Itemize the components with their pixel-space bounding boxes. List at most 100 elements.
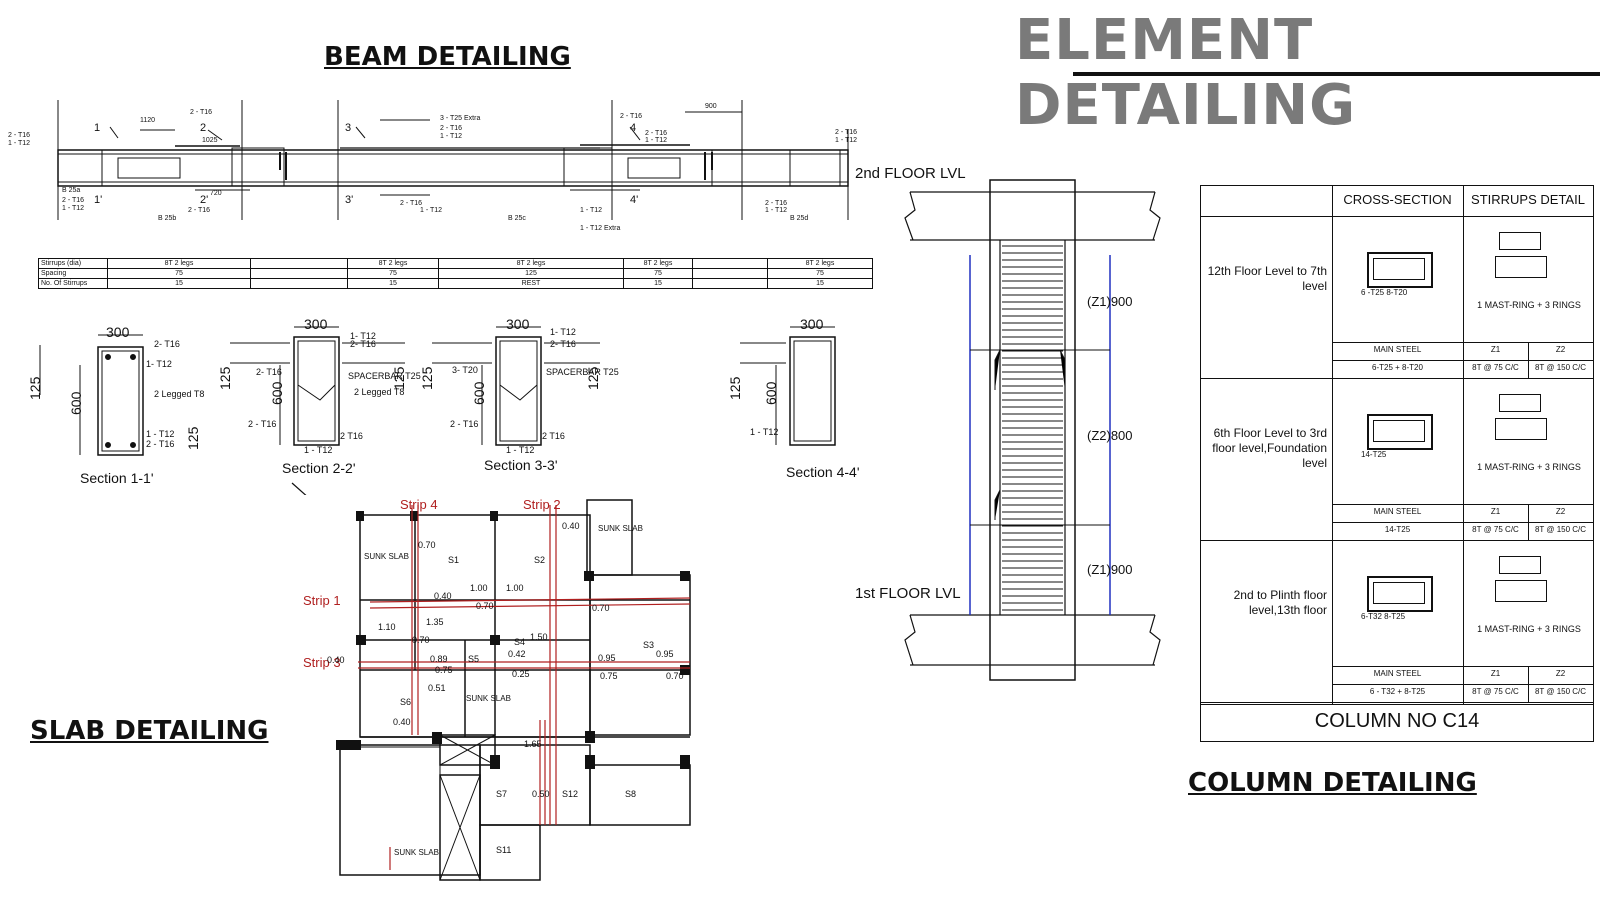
cover-dim: 125 xyxy=(217,366,233,390)
cover-dim: 125 xyxy=(27,376,43,400)
callout-2: 2 xyxy=(200,122,206,134)
row-divider xyxy=(1332,522,1593,523)
strip-label: Strip 3 xyxy=(303,655,341,670)
strip-label: Strip 2 xyxy=(523,497,561,512)
z1-label: Z1 xyxy=(1490,345,1501,354)
slab-detailing-title: SLAB DETAILING xyxy=(30,716,269,746)
cross-section-box xyxy=(1367,252,1433,288)
zone-label: (Z1)900 xyxy=(1087,562,1133,577)
row-divider xyxy=(1332,504,1593,505)
beam-sections-drawing: 300 300 300 300 600 600 600 600 125 125 … xyxy=(27,316,860,495)
rebar-label: 1 - T12 xyxy=(580,207,602,214)
main-steel-label: MAIN STEEL xyxy=(1373,345,1422,354)
main-steel-label: MAIN STEEL xyxy=(1373,507,1422,516)
stirrup-cell xyxy=(692,268,768,279)
rebar-label: 2 - T16 xyxy=(440,125,462,132)
z2-label: Z2 xyxy=(1555,669,1566,678)
sunk-slab-label: SUNK SLAB xyxy=(394,848,439,857)
rebar-label: 2 - T16 xyxy=(400,200,422,207)
column-schedule-table: CROSS-SECTION STIRRUPS DETAIL 12th Floor… xyxy=(1200,185,1594,742)
slab-plan-drawing: Strip 4 Strip 2 Strip 1 Strip 3 S1 S2 S3… xyxy=(303,497,691,881)
beam-detailing-title: BEAM DETAILING xyxy=(324,42,571,72)
floor-level-bottom: 1st FLOOR LVL xyxy=(855,585,961,602)
callout-4: 4 xyxy=(630,122,636,134)
cover-dim: 125 xyxy=(727,376,743,400)
cover-dim: 125 xyxy=(585,366,601,390)
main-steel-label: MAIN STEEL xyxy=(1373,669,1422,678)
cover-dim: 125 xyxy=(419,366,435,390)
col-divider xyxy=(1528,666,1529,702)
slab-dim: 0.89 xyxy=(430,654,448,664)
z1-value: 8T @ 75 C/C xyxy=(1472,363,1519,372)
stirrup-row-label: Spacing xyxy=(38,268,108,279)
section-width: 300 xyxy=(304,316,328,332)
z2-label: Z2 xyxy=(1555,345,1566,354)
title-underline xyxy=(1073,72,1600,76)
row-divider xyxy=(1332,666,1593,667)
mast-ring-shape xyxy=(1499,394,1541,412)
stirrup-cell: 15 xyxy=(623,278,693,289)
rebar-label: 1 - T12 xyxy=(62,205,84,212)
slab-dim: 0.50 xyxy=(532,789,550,799)
rebar-label: 2- T16 xyxy=(256,367,282,377)
rebar-label: 2- T16 xyxy=(154,339,180,349)
cover-dim: 125 xyxy=(185,426,201,450)
cross-section-inner xyxy=(1373,582,1425,604)
stirrup-cell xyxy=(692,258,768,269)
section-title: Section 1-1' xyxy=(80,470,154,486)
rebar-label: 1- T12 xyxy=(146,359,172,369)
slab-dim: 0.70 xyxy=(418,540,436,550)
col-divider xyxy=(1528,504,1529,540)
rebar-label: 1 - T12 xyxy=(765,207,787,214)
slab-dim: 0.42 xyxy=(508,649,526,659)
row-divider xyxy=(1332,342,1593,343)
stirrup-cell xyxy=(250,258,348,269)
callout-2p: 2' xyxy=(200,194,208,206)
rebar-label: 1 - T12 xyxy=(835,137,857,144)
section-width: 300 xyxy=(506,316,530,332)
callout-1: 1 xyxy=(94,122,100,134)
rebar-label: 2 T16 xyxy=(542,431,565,441)
rebar-label: 3- T20 xyxy=(452,365,478,375)
beam-elevation-drawing: 1 1' 2 2' 3 3' 4 4' 2 - T16 1 - T12 2 - … xyxy=(8,100,857,232)
slab-dim: 0.70 xyxy=(412,635,430,645)
column-elevation-drawing: 2nd FLOOR LVL 1st FLOOR LVL (Z1)900 (Z2)… xyxy=(855,165,1161,681)
slab-dim: 0.75 xyxy=(435,665,453,675)
room-label: S3 xyxy=(643,640,654,650)
rebar-label: 2 - T16 xyxy=(620,113,642,120)
main-steel-value: 6 - T32 + 8-T25 xyxy=(1369,687,1426,696)
room-label: S8 xyxy=(625,789,636,799)
bars-label: 6-T32 8-T25 xyxy=(1361,612,1406,621)
stirrup-cell: REST xyxy=(438,278,624,289)
dimension: 1120 xyxy=(140,117,155,124)
zone-label: (Z1)900 xyxy=(1087,294,1133,309)
cross-section-box xyxy=(1367,576,1433,612)
rebar-label: 1 - T12 xyxy=(420,207,442,214)
slab-dim: 1.00 xyxy=(506,583,524,593)
sunk-slab-label: SUNK SLAB xyxy=(466,694,511,703)
cross-section-header: CROSS-SECTION xyxy=(1343,192,1452,207)
slab-dim: 0.40 xyxy=(434,591,452,601)
stirrup-row-label: Stirrups (dia) xyxy=(38,258,108,269)
cross-section-inner xyxy=(1373,258,1425,280)
rebar-label: 1- T12 xyxy=(550,327,576,337)
rebar-label: 2 - T16 xyxy=(146,439,174,449)
dimension: 1025 xyxy=(202,137,218,144)
slab-dim: 1.35 xyxy=(426,617,444,627)
slab-dim: 0.40 xyxy=(562,521,580,531)
beam-mark: B 25a xyxy=(62,187,80,194)
room-label: S6 xyxy=(400,697,411,707)
slab-dim: 1.10 xyxy=(378,622,396,632)
rebar-label: 2 T16 xyxy=(340,431,363,441)
stirrup-cell: 8T 2 legs xyxy=(438,258,624,269)
z2-value: 8T @ 150 C/C xyxy=(1534,525,1587,534)
beam-mark: B 25c xyxy=(508,215,526,222)
section-depth: 600 xyxy=(68,391,84,415)
rebar-label: 1 - T12 xyxy=(304,445,332,455)
ring-label: 1 MAST-RING + 3 RINGS xyxy=(1477,462,1581,472)
rebar-label: SPACERBAR T25 xyxy=(546,367,619,377)
rebar-label: 2 - T16 xyxy=(188,207,210,214)
stirrup-cell: 15 xyxy=(767,278,873,289)
z2-value: 8T @ 150 C/C xyxy=(1534,687,1587,696)
